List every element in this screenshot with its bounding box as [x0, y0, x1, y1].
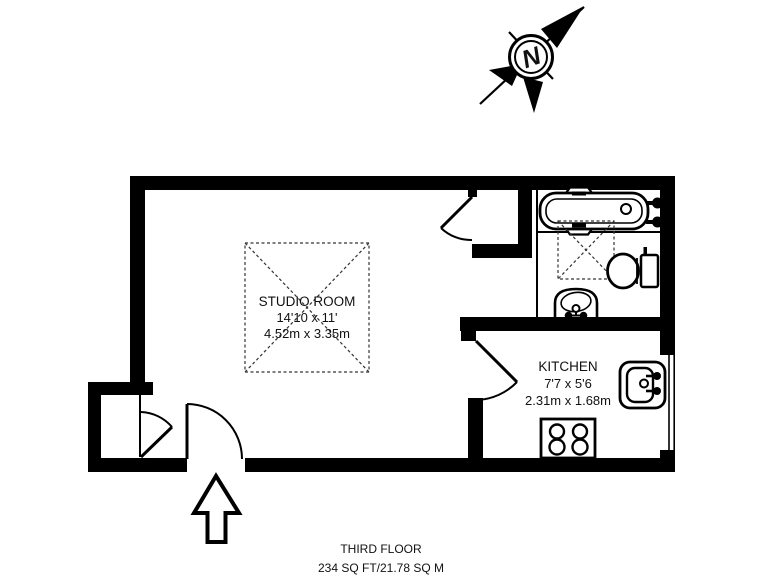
closet-door-leaf [139, 425, 174, 459]
left-wall [130, 176, 145, 382]
kitchen-top-wall [460, 317, 660, 331]
kitchen-sink [618, 360, 667, 410]
bottom-wall-right [245, 458, 675, 472]
kitchen-door-swing-arc [476, 381, 518, 401]
bottom-wall-left [88, 458, 187, 472]
toilet-tank [639, 253, 660, 289]
kitchen-size-imperial: 7'7 x 5'6 [544, 376, 592, 391]
footer: THIRD FLOOR 234 SQ FT/21.78 SQ M [318, 542, 444, 575]
stove [539, 417, 597, 460]
kitchen-nw-corner [461, 317, 476, 341]
studio-room-size-imperial: 14'10 x 11' [276, 310, 337, 325]
studio-room-size-metric: 4.52m x 3.35m [264, 326, 350, 341]
shower-area [557, 220, 615, 280]
bathtub-grab-bar-top [572, 191, 586, 196]
floor-label: THIRD FLOOR [340, 542, 422, 556]
area-label: 234 SQ FT/21.78 SQ M [318, 561, 444, 575]
stove-burner-4 [571, 438, 589, 456]
kitchen-size-metric: 2.31m x 1.68m [525, 393, 611, 408]
bathroom-door-leaf [439, 195, 474, 230]
bathroom-sink-drain [571, 304, 581, 313]
stove-burner-2 [571, 423, 589, 440]
bathroom-door [439, 195, 474, 242]
toilet-flush-handle [643, 247, 647, 257]
entry-door [185, 403, 243, 460]
top-wall [130, 176, 675, 190]
compass-south-spike [523, 77, 543, 113]
interior-walls [139, 190, 660, 458]
entry-arrow [190, 472, 243, 544]
toilet [606, 247, 660, 290]
bathroom-sink-tap-1 [564, 311, 573, 320]
stove-burner-1 [548, 423, 566, 440]
kitchen-label: KITCHEN [538, 359, 597, 374]
kitchen-sink-tap-1 [653, 372, 661, 380]
bathtub-tap-knob-1 [652, 197, 663, 209]
bathtub-outline [538, 191, 650, 231]
kitchen-door [474, 339, 519, 401]
studio-dashed-outline [244, 242, 370, 373]
stove-burner-3 [548, 438, 566, 456]
shower-diagonal-2 [557, 220, 615, 280]
studio-dashed-rect [244, 242, 370, 373]
kitchen: KITCHEN 7'7 x 5'6 2.31m x 1.68m [525, 359, 667, 460]
bathroom-sink [553, 287, 599, 320]
bathroom-door-jamb [468, 190, 477, 197]
bathtub-grab-bar-bottom [572, 223, 586, 228]
compass-north-arrowhead [541, 6, 584, 48]
studio-room-label: STUDIO ROOM [259, 294, 356, 309]
bathroom-south-stub [472, 244, 532, 258]
bathroom-sink-tap-2 [579, 311, 588, 320]
toilet-bowl [606, 252, 640, 290]
closet-top-wall [88, 382, 153, 395]
kitchen-door-leaf [474, 339, 519, 384]
bathroom [538, 186, 663, 320]
compass-rose: N [479, 6, 585, 113]
shower-dashed-rect [557, 220, 615, 280]
studio-room: STUDIO ROOM 14'10 x 11' 4.52m x 3.35m [244, 242, 370, 373]
bathtub-tap-knob-2 [652, 216, 663, 228]
closet-door-swing-arc [140, 411, 173, 428]
closet-left-wall [88, 382, 101, 472]
entry-door-swing-arc [186, 403, 243, 460]
kitchen-sink-drain [639, 378, 649, 389]
compass-inner-ring [514, 40, 548, 74]
studio-diagonal-2 [244, 242, 370, 373]
bathtub [538, 186, 663, 236]
kitchen-left-wall [468, 398, 483, 458]
bathtub-drain [620, 203, 632, 215]
bathtub-inner-line [545, 198, 643, 224]
kitchen-sink-tap-2 [653, 387, 661, 395]
closet-door [139, 411, 174, 459]
bathroom-west-wall [518, 190, 532, 258]
bathroom-door-swing-arc [440, 227, 473, 242]
